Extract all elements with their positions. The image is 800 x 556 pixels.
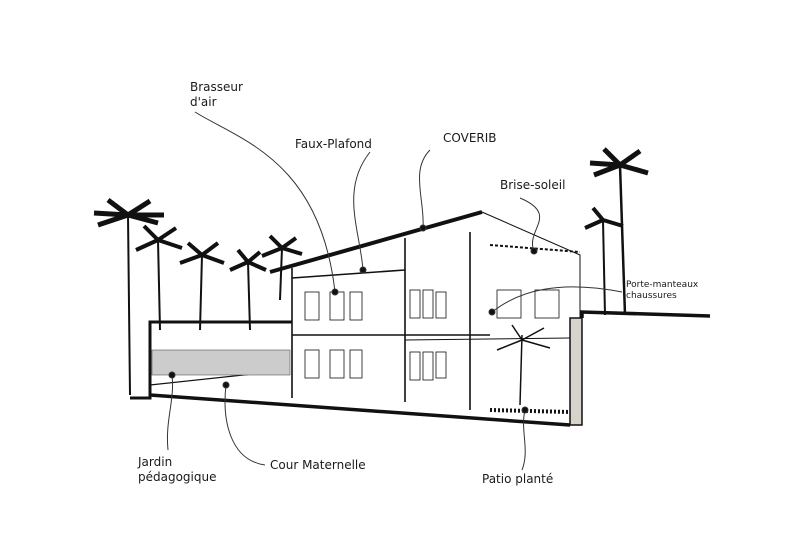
palm-tree (589, 147, 649, 316)
label-patio-plante: Patio planté (482, 472, 554, 486)
building (269, 210, 581, 414)
leader-lines (166, 111, 623, 471)
palm-trees (93, 147, 649, 396)
label-cour-maternelle: Cour Maternelle (270, 458, 366, 472)
label-line: chaussures (626, 291, 677, 301)
ground (130, 310, 711, 427)
palm-tree (135, 224, 183, 331)
palm-tree (584, 206, 624, 316)
label-line: d'air (190, 95, 217, 109)
label-line: pédagogique (138, 470, 217, 484)
palm-tree (261, 234, 303, 301)
label-brise-soleil: Brise-soleil (500, 178, 566, 192)
label-line: Brasseur (190, 80, 243, 94)
palm-tree (229, 248, 267, 331)
label-coverib: COVERIB (443, 131, 497, 145)
label-line: Porte-manteaux (626, 280, 699, 290)
palm-tree (179, 241, 225, 331)
label-line: Jardin (138, 455, 173, 469)
label-faux-plafond: Faux-Plafond (295, 137, 372, 151)
palm-tree (93, 198, 164, 396)
